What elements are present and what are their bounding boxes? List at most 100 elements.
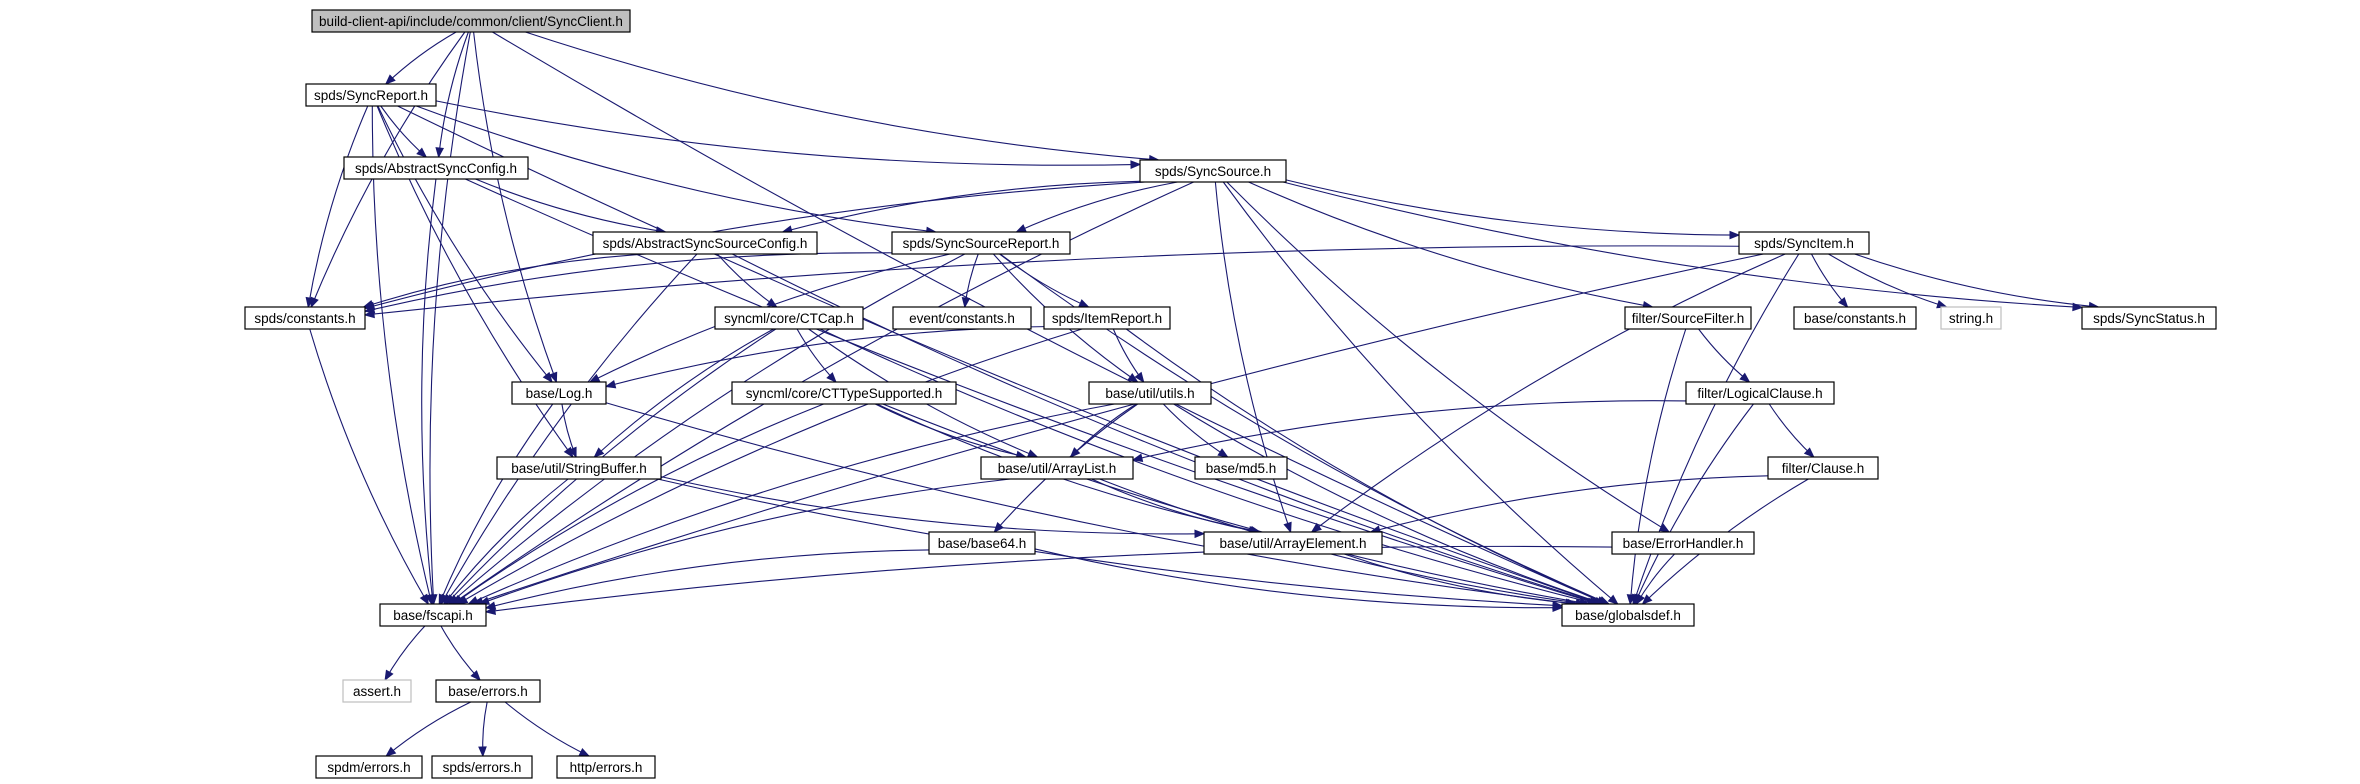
node-asserth[interactable]: assert.h — [342, 679, 412, 703]
node-clause[interactable]: filter/Clause.h — [1767, 456, 1879, 480]
edge-itemreport-to-log — [605, 326, 1045, 388]
edge-srcreport-to-itemreport — [999, 253, 1089, 308]
arrowhead — [363, 309, 375, 319]
arrowhead — [578, 747, 591, 757]
node-stringh[interactable]: string.h — [1940, 306, 2002, 330]
node-label: filter/SourceFilter.h — [1632, 311, 1745, 326]
edge-logclause-to-clause — [1768, 403, 1815, 458]
header-nodes: build-client-api/include/common/client/S… — [244, 9, 2217, 779]
arrowhead — [484, 606, 496, 616]
node-box — [315, 755, 423, 779]
node-label: base/util/ArrayElement.h — [1219, 536, 1366, 551]
edge-strbuf-to-globalsdef — [657, 478, 1563, 607]
arrowhead — [416, 147, 428, 158]
node-box — [1561, 603, 1695, 627]
node-httperrors[interactable]: http/errors.h — [556, 755, 656, 779]
node-syncitem[interactable]: spds/SyncItem.h — [1738, 231, 1870, 255]
node-srcfilter[interactable]: filter/SourceFilter.h — [1624, 306, 1752, 330]
node-label: base/util/utils.h — [1105, 386, 1194, 401]
arrowhead — [1131, 453, 1144, 462]
node-label: spds/SyncSourceReport.h — [903, 236, 1060, 251]
node-fscapi[interactable]: base/fscapi.h — [379, 603, 487, 627]
edge-syncitem-to-fscapi — [473, 253, 1764, 605]
arrowhead — [443, 593, 454, 606]
node-arrayelem[interactable]: base/util/ArrayElement.h — [1203, 531, 1383, 555]
node-label: base/md5.h — [1206, 461, 1277, 476]
arrowhead — [1026, 449, 1039, 458]
node-label: base/constants.h — [1804, 311, 1906, 326]
node-box — [731, 381, 957, 405]
node-log[interactable]: base/Log.h — [511, 381, 607, 405]
edge-utils-to-globalsdef — [1173, 403, 1605, 605]
node-label: base/util/StringBuffer.h — [511, 461, 647, 476]
node-ctcap[interactable]: syncml/core/CTCap.h — [714, 306, 864, 330]
edge-syncsource-to-constants — [364, 181, 1146, 309]
node-logclause[interactable]: filter/LogicalClause.h — [1685, 381, 1835, 405]
node-strbuf[interactable]: base/util/StringBuffer.h — [496, 456, 662, 480]
node-box — [342, 679, 412, 703]
edge-syncreport-to-constants — [307, 105, 369, 308]
edge-root-to-syncreport — [385, 31, 457, 85]
edge-syncreport-to-syncsource — [435, 100, 1141, 166]
arrowhead — [1607, 594, 1619, 605]
edge-srcreport-to-constants — [364, 252, 893, 312]
node-globalsdef[interactable]: base/globalsdef.h — [1561, 603, 1695, 627]
node-box — [511, 381, 607, 405]
arrowhead — [1078, 299, 1090, 308]
node-srcreport[interactable]: spds/SyncSourceReport.h — [891, 231, 1071, 255]
edge-syncitem-to-globalsdef — [1632, 253, 1800, 605]
node-md5[interactable]: base/md5.h — [1194, 456, 1288, 480]
node-baseerrors[interactable]: base/errors.h — [435, 679, 541, 703]
arrowhead — [961, 297, 971, 309]
edge-logclause-to-arraylist — [1132, 400, 1687, 461]
node-root[interactable]: build-client-api/include/common/client/S… — [311, 9, 631, 33]
arrowhead — [604, 379, 617, 389]
node-label: syncml/core/CTCap.h — [724, 311, 854, 326]
node-syncstatus[interactable]: spds/SyncStatus.h — [2081, 306, 2217, 330]
node-errhandler[interactable]: base/ErrorHandler.h — [1611, 531, 1755, 555]
node-label: spds/constants.h — [254, 311, 355, 326]
node-abssyncconfig[interactable]: spds/AbstractSyncConfig.h — [343, 156, 529, 180]
edge-syncreport-to-strbuf — [376, 105, 574, 458]
node-utils[interactable]: base/util/utils.h — [1088, 381, 1212, 405]
node-label: spds/AbstractSyncConfig.h — [355, 161, 517, 176]
node-base64[interactable]: base/base64.h — [928, 531, 1036, 555]
edge-arraylist-to-fscapi — [479, 478, 1011, 605]
node-evconst[interactable]: event/constants.h — [892, 306, 1032, 330]
node-spdserrors[interactable]: spds/errors.h — [431, 755, 533, 779]
node-constants[interactable]: spds/constants.h — [244, 306, 366, 330]
arrowhead — [1194, 529, 1206, 539]
edge-syncsource-to-syncstatus — [1282, 181, 2083, 309]
node-box — [1194, 456, 1288, 480]
node-abssrcconfig[interactable]: spds/AbstractSyncSourceConfig.h — [592, 231, 818, 255]
dependency-edges — [305, 31, 2100, 758]
node-box — [1203, 531, 1383, 555]
node-label: filter/LogicalClause.h — [1697, 386, 1822, 401]
node-box — [2081, 306, 2217, 330]
node-cttype[interactable]: syncml/core/CTTypeSupported.h — [731, 381, 957, 405]
edge-strbuf-to-arrayelem — [660, 476, 1205, 535]
edge-root-to-abssyncconfig — [438, 31, 469, 158]
node-label: spds/errors.h — [443, 760, 522, 775]
node-box — [892, 306, 1032, 330]
arrowhead — [385, 746, 397, 757]
node-syncsource[interactable]: spds/SyncSource.h — [1139, 159, 1287, 183]
edge-log-to-fscapi — [438, 403, 554, 605]
node-label: base/Log.h — [526, 386, 593, 401]
node-itemreport[interactable]: spds/ItemReport.h — [1043, 306, 1171, 330]
edge-syncitem-to-arrayelem — [1311, 253, 1786, 533]
edge-syncitem-to-constants — [364, 245, 1740, 316]
node-box — [714, 306, 864, 330]
edge-syncreport-to-log — [377, 105, 553, 383]
arrowhead — [438, 593, 447, 606]
edge-syncsource-to-srcfilter — [1248, 181, 1653, 308]
edge-strbuf-to-fscapi — [443, 478, 569, 605]
edge-clause-to-arrayelem — [1370, 475, 1769, 533]
node-baseconst[interactable]: base/constants.h — [1793, 306, 1917, 330]
node-syncreport[interactable]: spds/SyncReport.h — [305, 83, 437, 107]
node-label: base/base64.h — [938, 536, 1027, 551]
node-spdmerrors[interactable]: spdm/errors.h — [315, 755, 423, 779]
node-arraylist[interactable]: base/util/ArrayList.h — [980, 456, 1134, 480]
node-box — [592, 231, 818, 255]
